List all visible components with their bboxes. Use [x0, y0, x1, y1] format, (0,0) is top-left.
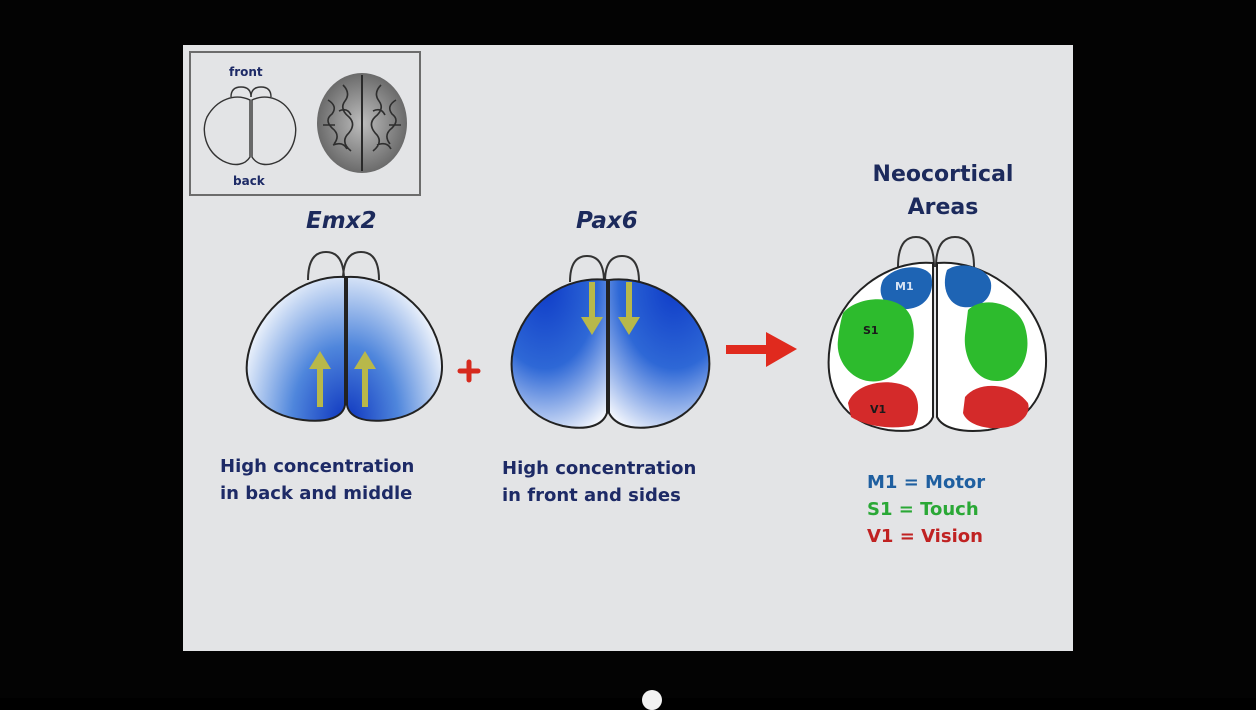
inset-front-label: front	[229, 65, 263, 79]
m1-region-label: M1	[895, 280, 914, 293]
pax6-description: High concentration in front and sides	[502, 458, 697, 506]
m1-left-region	[880, 267, 933, 310]
plus-sign	[457, 359, 481, 383]
pax6-gradient-arrows	[581, 282, 640, 335]
slide: front back Emx2 Pax6 High concentration …	[183, 45, 1073, 651]
real-brain-icon	[317, 73, 407, 173]
area-legend: M1 = Motor S1 = Touch V1 = Vision	[867, 469, 985, 550]
result-arrow-icon	[726, 332, 797, 367]
pax6-title: Pax6	[576, 208, 638, 234]
neocortical-brain	[827, 235, 1047, 432]
legend-motor: M1 = Motor	[867, 472, 986, 493]
m1-right-region	[944, 265, 992, 308]
legend-touch: S1 = Touch	[867, 499, 979, 520]
neocortical-title: Neocortical Areas	[872, 162, 1014, 220]
emx2-brain	[245, 250, 443, 422]
video-scrubber-handle[interactable]	[642, 690, 662, 710]
inset-back-label: back	[233, 174, 265, 188]
v1-left-region	[848, 382, 919, 428]
legend-vision: V1 = Vision	[867, 526, 983, 547]
pax6-brain	[510, 254, 711, 429]
emx2-description: High concentration in back and middle	[220, 456, 415, 504]
s1-right-region	[964, 302, 1028, 382]
v1-right-region	[963, 385, 1029, 429]
emx2-title: Emx2	[306, 208, 377, 234]
emx2-gradient-arrows	[309, 351, 376, 407]
outline-brain-icon	[203, 86, 297, 166]
s1-region-label: S1	[863, 324, 879, 337]
inset-frame	[189, 51, 421, 196]
slide-graphics	[189, 51, 1047, 432]
v1-region-label: V1	[870, 403, 887, 416]
s1-left-region	[837, 299, 914, 382]
